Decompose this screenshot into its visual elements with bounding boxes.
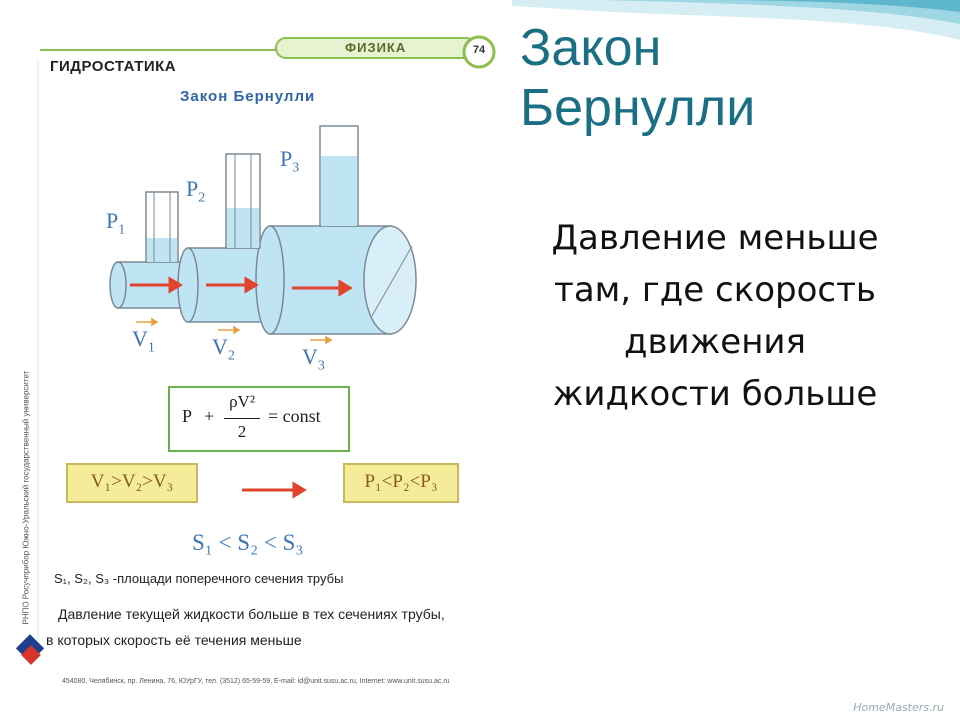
formula-fraction-bar bbox=[224, 418, 260, 419]
textbook-page: ГИДРОСТАТИКА ФИЗИКА 74 Закон Бернулли P1… bbox=[10, 0, 512, 720]
area-note: S₁, S₂, S₃ -площади поперечного сечения … bbox=[54, 571, 344, 586]
formula-numerator: ρV² bbox=[229, 392, 255, 411]
pipe-diagram bbox=[109, 125, 417, 499]
formula-pressure: P bbox=[182, 406, 193, 426]
formula-denominator: 2 bbox=[237, 422, 247, 441]
slide-title-line-1: Закон bbox=[520, 19, 662, 77]
spine-text: РНПО Росучприбор Южно-Уральский государс… bbox=[21, 370, 31, 625]
velocity-label-3: V3 bbox=[302, 344, 325, 374]
book-subject-label: ФИЗИКА bbox=[345, 40, 407, 55]
velocity-inequality-box: V₁>V₂>V₃ bbox=[66, 463, 198, 503]
book-page-number: 74 bbox=[472, 44, 486, 56]
velocity-label-1: V1 bbox=[132, 326, 155, 356]
pressure-inequality-box: P₁<P₂<P₃ bbox=[343, 463, 459, 503]
book-section-title: ГИДРОСТАТИКА bbox=[50, 58, 177, 75]
formula-plus: + bbox=[204, 406, 215, 426]
slide-body-line-3: движения bbox=[624, 322, 806, 362]
velocity-inequality: V₁>V₂>V₃ bbox=[90, 471, 174, 492]
page-spine: РНПО Росучприбор Южно-Уральский государс… bbox=[16, 300, 36, 640]
slide-body-line-2: там, где скорость bbox=[554, 270, 876, 310]
book-footer: 454080, Челябинск, пр. Ленина, 76, ЮУрГУ… bbox=[62, 678, 450, 685]
pressure-label-1: P1 bbox=[106, 208, 126, 238]
page-number-circle bbox=[462, 35, 496, 69]
slide-body-line-1: Давление меньше bbox=[551, 218, 879, 258]
diagram-title: Закон Бернулли bbox=[180, 88, 316, 105]
watermark: HomeMasters.ru bbox=[853, 701, 944, 714]
pressure-inequality: P₁<P₂<P₃ bbox=[364, 471, 438, 492]
pressure-label-2: P2 bbox=[186, 176, 206, 206]
area-inequality: S₁ < S₂ < S₃ bbox=[192, 530, 304, 555]
slide-body-text: Давление меньше там, где скорость движен… bbox=[515, 212, 915, 420]
slide-title: Закон Бернулли bbox=[520, 18, 950, 138]
velocity-label-2: V2 bbox=[212, 334, 235, 364]
formula-const: = const bbox=[268, 406, 321, 426]
slide-title-line-2: Бернулли bbox=[520, 79, 756, 137]
conclusion-line-2: в которых скорость её течения меньше bbox=[46, 632, 302, 648]
slide-body-line-4: жидкости больше bbox=[552, 374, 878, 414]
bernoulli-formula-box: P + ρV² 2 = const bbox=[168, 386, 350, 452]
pressure-label-3: P3 bbox=[280, 146, 300, 176]
textbook-page-graphics bbox=[15, 35, 496, 665]
conclusion-line-1: Давление текущей жидкости больше в тех с… bbox=[58, 606, 445, 622]
